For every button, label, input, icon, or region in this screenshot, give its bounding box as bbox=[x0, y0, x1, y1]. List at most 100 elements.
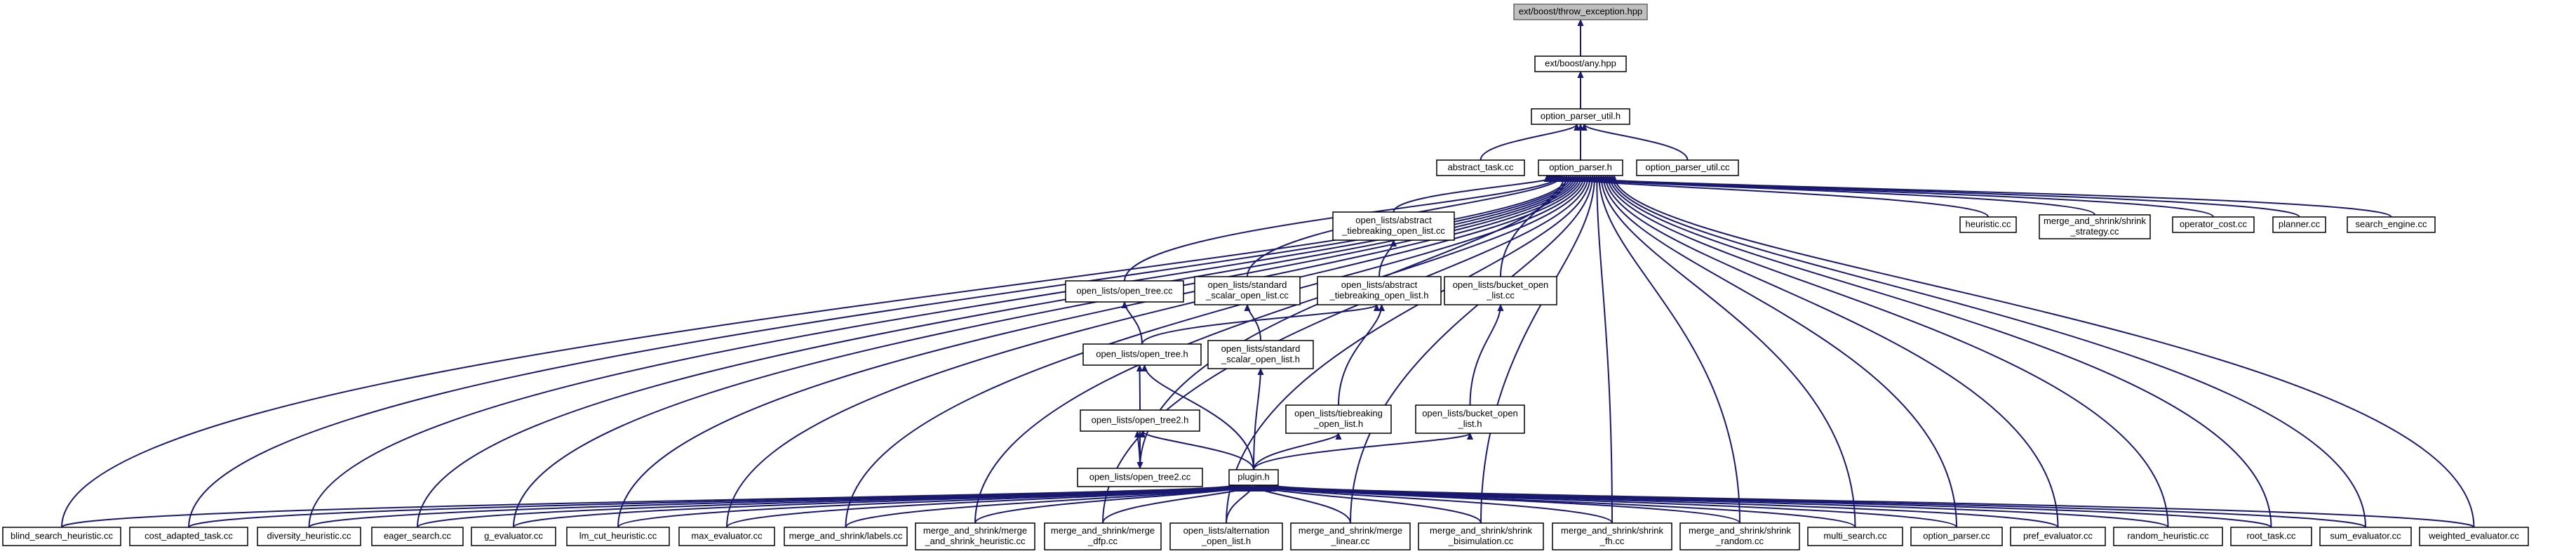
edge-blind-to-option_parser_h bbox=[61, 176, 1569, 528]
node-abstract-task[interactable]: abstract_task.cc bbox=[1436, 159, 1525, 176]
node-option-parser-util-cc[interactable]: option_parser_util.cc bbox=[1636, 159, 1739, 176]
node-heuristic[interactable]: heuristic.cc bbox=[1959, 216, 2017, 233]
node-label: search_engine.cc bbox=[2356, 218, 2427, 229]
node-ms-labels[interactable]: merge_and_shrink/labels.cc bbox=[784, 527, 908, 546]
node-bucket-h[interactable]: open_lists/bucket_open_list.h bbox=[1415, 404, 1525, 434]
node-box bbox=[1044, 522, 1162, 550]
node-box bbox=[1415, 404, 1525, 434]
node-label: merge_and_shrink/shrink bbox=[2044, 216, 2146, 226]
node-ms-strategy[interactable]: merge_and_shrink/shrink_strategy.cc bbox=[2039, 214, 2151, 239]
node-g-eval[interactable]: g_evaluator.cc bbox=[471, 527, 556, 546]
node-throw-exception[interactable]: ext/boost/throw_exception.hpp bbox=[1513, 4, 1648, 20]
node-box bbox=[1538, 159, 1623, 176]
node-box bbox=[915, 522, 1035, 550]
node-operator-cost[interactable]: operator_cost.cc bbox=[2172, 216, 2255, 233]
node-box bbox=[2039, 214, 2151, 239]
node-label: merge_and_shrink/shrink bbox=[1561, 525, 1663, 536]
node-ms-bisim[interactable]: merge_and_shrink/shrink_bisimulation.cc bbox=[1418, 522, 1544, 550]
node-diversity[interactable]: diversity_heuristic.cc bbox=[257, 527, 361, 546]
node-box bbox=[1436, 159, 1525, 176]
node-ms-linear[interactable]: merge_and_shrink/merge_linear.cc bbox=[1290, 522, 1411, 550]
node-random-heur[interactable]: random_heuristic.cc bbox=[2113, 527, 2223, 546]
node-label: max_evaluator.cc bbox=[691, 530, 763, 541]
node-box bbox=[129, 527, 248, 546]
edge-open_tree_h-to-abs_tie_h bbox=[1141, 305, 1377, 345]
node-label: _tiebreaking_open_list.cc bbox=[1341, 225, 1445, 236]
edges-layer bbox=[61, 20, 2475, 528]
node-root-task[interactable]: root_task.cc bbox=[2230, 527, 2312, 546]
node-box bbox=[1082, 343, 1202, 366]
node-box bbox=[1513, 4, 1648, 20]
node-ms-heur[interactable]: merge_and_shrink/merge_and_shrink_heuris… bbox=[915, 522, 1035, 550]
node-pref-eval[interactable]: pref_evaluator.cc bbox=[2010, 527, 2106, 546]
node-option-parser-h[interactable]: option_parser.h bbox=[1538, 159, 1623, 176]
node-any[interactable]: ext/boost/any.hpp bbox=[1534, 55, 1627, 72]
node-box bbox=[371, 527, 464, 546]
node-box bbox=[1077, 468, 1203, 487]
node-cost-adapted[interactable]: cost_adapted_task.cc bbox=[129, 527, 248, 546]
node-max-eval[interactable]: max_evaluator.cc bbox=[678, 527, 775, 546]
node-box bbox=[1169, 522, 1283, 550]
node-label: open_lists/alternation bbox=[1183, 525, 1270, 536]
node-label: open_lists/open_tree2.h bbox=[1092, 414, 1189, 425]
edge-root_task-to-option_parser_h bbox=[1610, 176, 2272, 528]
node-std-scalar-h[interactable]: open_lists/standard_scalar_open_list.h bbox=[1207, 340, 1314, 369]
node-blind[interactable]: blind_search_heuristic.cc bbox=[2, 527, 121, 546]
edge-ms_heur-to-plugin_h bbox=[974, 485, 1249, 524]
node-box bbox=[678, 527, 775, 546]
node-box bbox=[566, 527, 670, 546]
node-open-tree2-cc[interactable]: open_lists/open_tree2.cc bbox=[1077, 468, 1203, 487]
node-open-tree-cc[interactable]: open_lists/open_tree.cc bbox=[1065, 280, 1184, 303]
edge-option_parser_cc-to-option_parser_h bbox=[1604, 176, 1957, 528]
node-label: sum_evaluator.cc bbox=[2330, 530, 2401, 541]
node-ms-dfp[interactable]: merge_and_shrink/merge_dfp.cc bbox=[1044, 522, 1162, 550]
node-box bbox=[1194, 276, 1301, 305]
edge-cost_adapted-to-plugin_h bbox=[188, 485, 1236, 528]
node-label: _random.cc bbox=[1715, 536, 1764, 546]
node-weighted-eval[interactable]: weighted_evaluator.cc bbox=[2419, 527, 2529, 546]
node-label: open_lists/abstract bbox=[1341, 279, 1418, 290]
node-label: open_lists/open_tree2.cc bbox=[1089, 471, 1191, 482]
node-alternation[interactable]: open_lists/alternation_open_list.h bbox=[1169, 522, 1283, 550]
node-open-tree-h[interactable]: open_lists/open_tree.h bbox=[1082, 343, 1202, 366]
node-box bbox=[1679, 522, 1800, 550]
node-std-scalar-cc[interactable]: open_lists/standard_scalar_open_list.cc bbox=[1194, 276, 1301, 305]
node-label: open_lists/bucket_open bbox=[1453, 279, 1549, 290]
node-label: option_parser.cc bbox=[1923, 530, 1990, 541]
node-planner[interactable]: planner.cc bbox=[2272, 216, 2326, 233]
node-label: weighted_evaluator.cc bbox=[2428, 530, 2519, 541]
node-box bbox=[1207, 340, 1314, 369]
edge-weighted_eval-to-option_parser_h bbox=[1614, 176, 2475, 528]
node-label: multi_search.cc bbox=[1823, 530, 1887, 541]
edge-multi_search-to-option_parser_h bbox=[1601, 176, 1856, 528]
node-tie-h[interactable]: open_lists/tiebreaking_open_list.h bbox=[1285, 404, 1392, 434]
node-bucket-cc[interactable]: open_lists/bucket_open_list.cc bbox=[1444, 276, 1557, 305]
node-abs-tie-cc[interactable]: open_lists/abstract_tiebreaking_open_lis… bbox=[1332, 211, 1455, 241]
node-option-parser-util-h[interactable]: option_parser_util.h bbox=[1531, 108, 1630, 125]
node-ms-fh[interactable]: merge_and_shrink/shrink_fh.cc bbox=[1552, 522, 1672, 550]
node-search-engine[interactable]: search_engine.cc bbox=[2347, 216, 2436, 233]
node-box bbox=[2113, 527, 2223, 546]
node-label: merge_and_shrink/merge bbox=[1051, 525, 1155, 536]
node-label: _list.h bbox=[1458, 418, 1482, 429]
node-lm-cut[interactable]: lm_cut_heuristic.cc bbox=[566, 527, 670, 546]
node-ms-random[interactable]: merge_and_shrink/shrink_random.cc bbox=[1679, 522, 1800, 550]
node-multi-search[interactable]: multi_search.cc bbox=[1807, 527, 1903, 546]
node-eager[interactable]: eager_search.cc bbox=[371, 527, 464, 546]
node-box bbox=[1444, 276, 1557, 305]
node-option-parser-cc[interactable]: option_parser.cc bbox=[1910, 527, 2003, 546]
node-label: abstract_task.cc bbox=[1448, 161, 1514, 172]
node-label: _tiebreaking_open_list.h bbox=[1329, 290, 1429, 301]
node-sum-eval[interactable]: sum_evaluator.cc bbox=[2319, 527, 2412, 546]
node-label: _dfp.cc bbox=[1087, 536, 1118, 546]
edge-max_eval-to-plugin_h bbox=[726, 485, 1245, 528]
node-abs-tie-h[interactable]: open_lists/abstract_tiebreaking_open_lis… bbox=[1317, 276, 1442, 305]
node-plugin-h[interactable]: plugin.h bbox=[1228, 469, 1279, 486]
node-label: _open_list.h bbox=[1313, 418, 1363, 429]
node-box bbox=[1290, 522, 1411, 550]
node-label: _scalar_open_list.h bbox=[1221, 354, 1300, 364]
node-open-tree2-h[interactable]: open_lists/open_tree2.h bbox=[1080, 409, 1200, 432]
node-label: merge_and_shrink/labels.cc bbox=[789, 530, 903, 541]
edge-ms_bisim-to-option_parser_h bbox=[1480, 176, 1595, 524]
node-label: _list.cc bbox=[1486, 290, 1515, 301]
